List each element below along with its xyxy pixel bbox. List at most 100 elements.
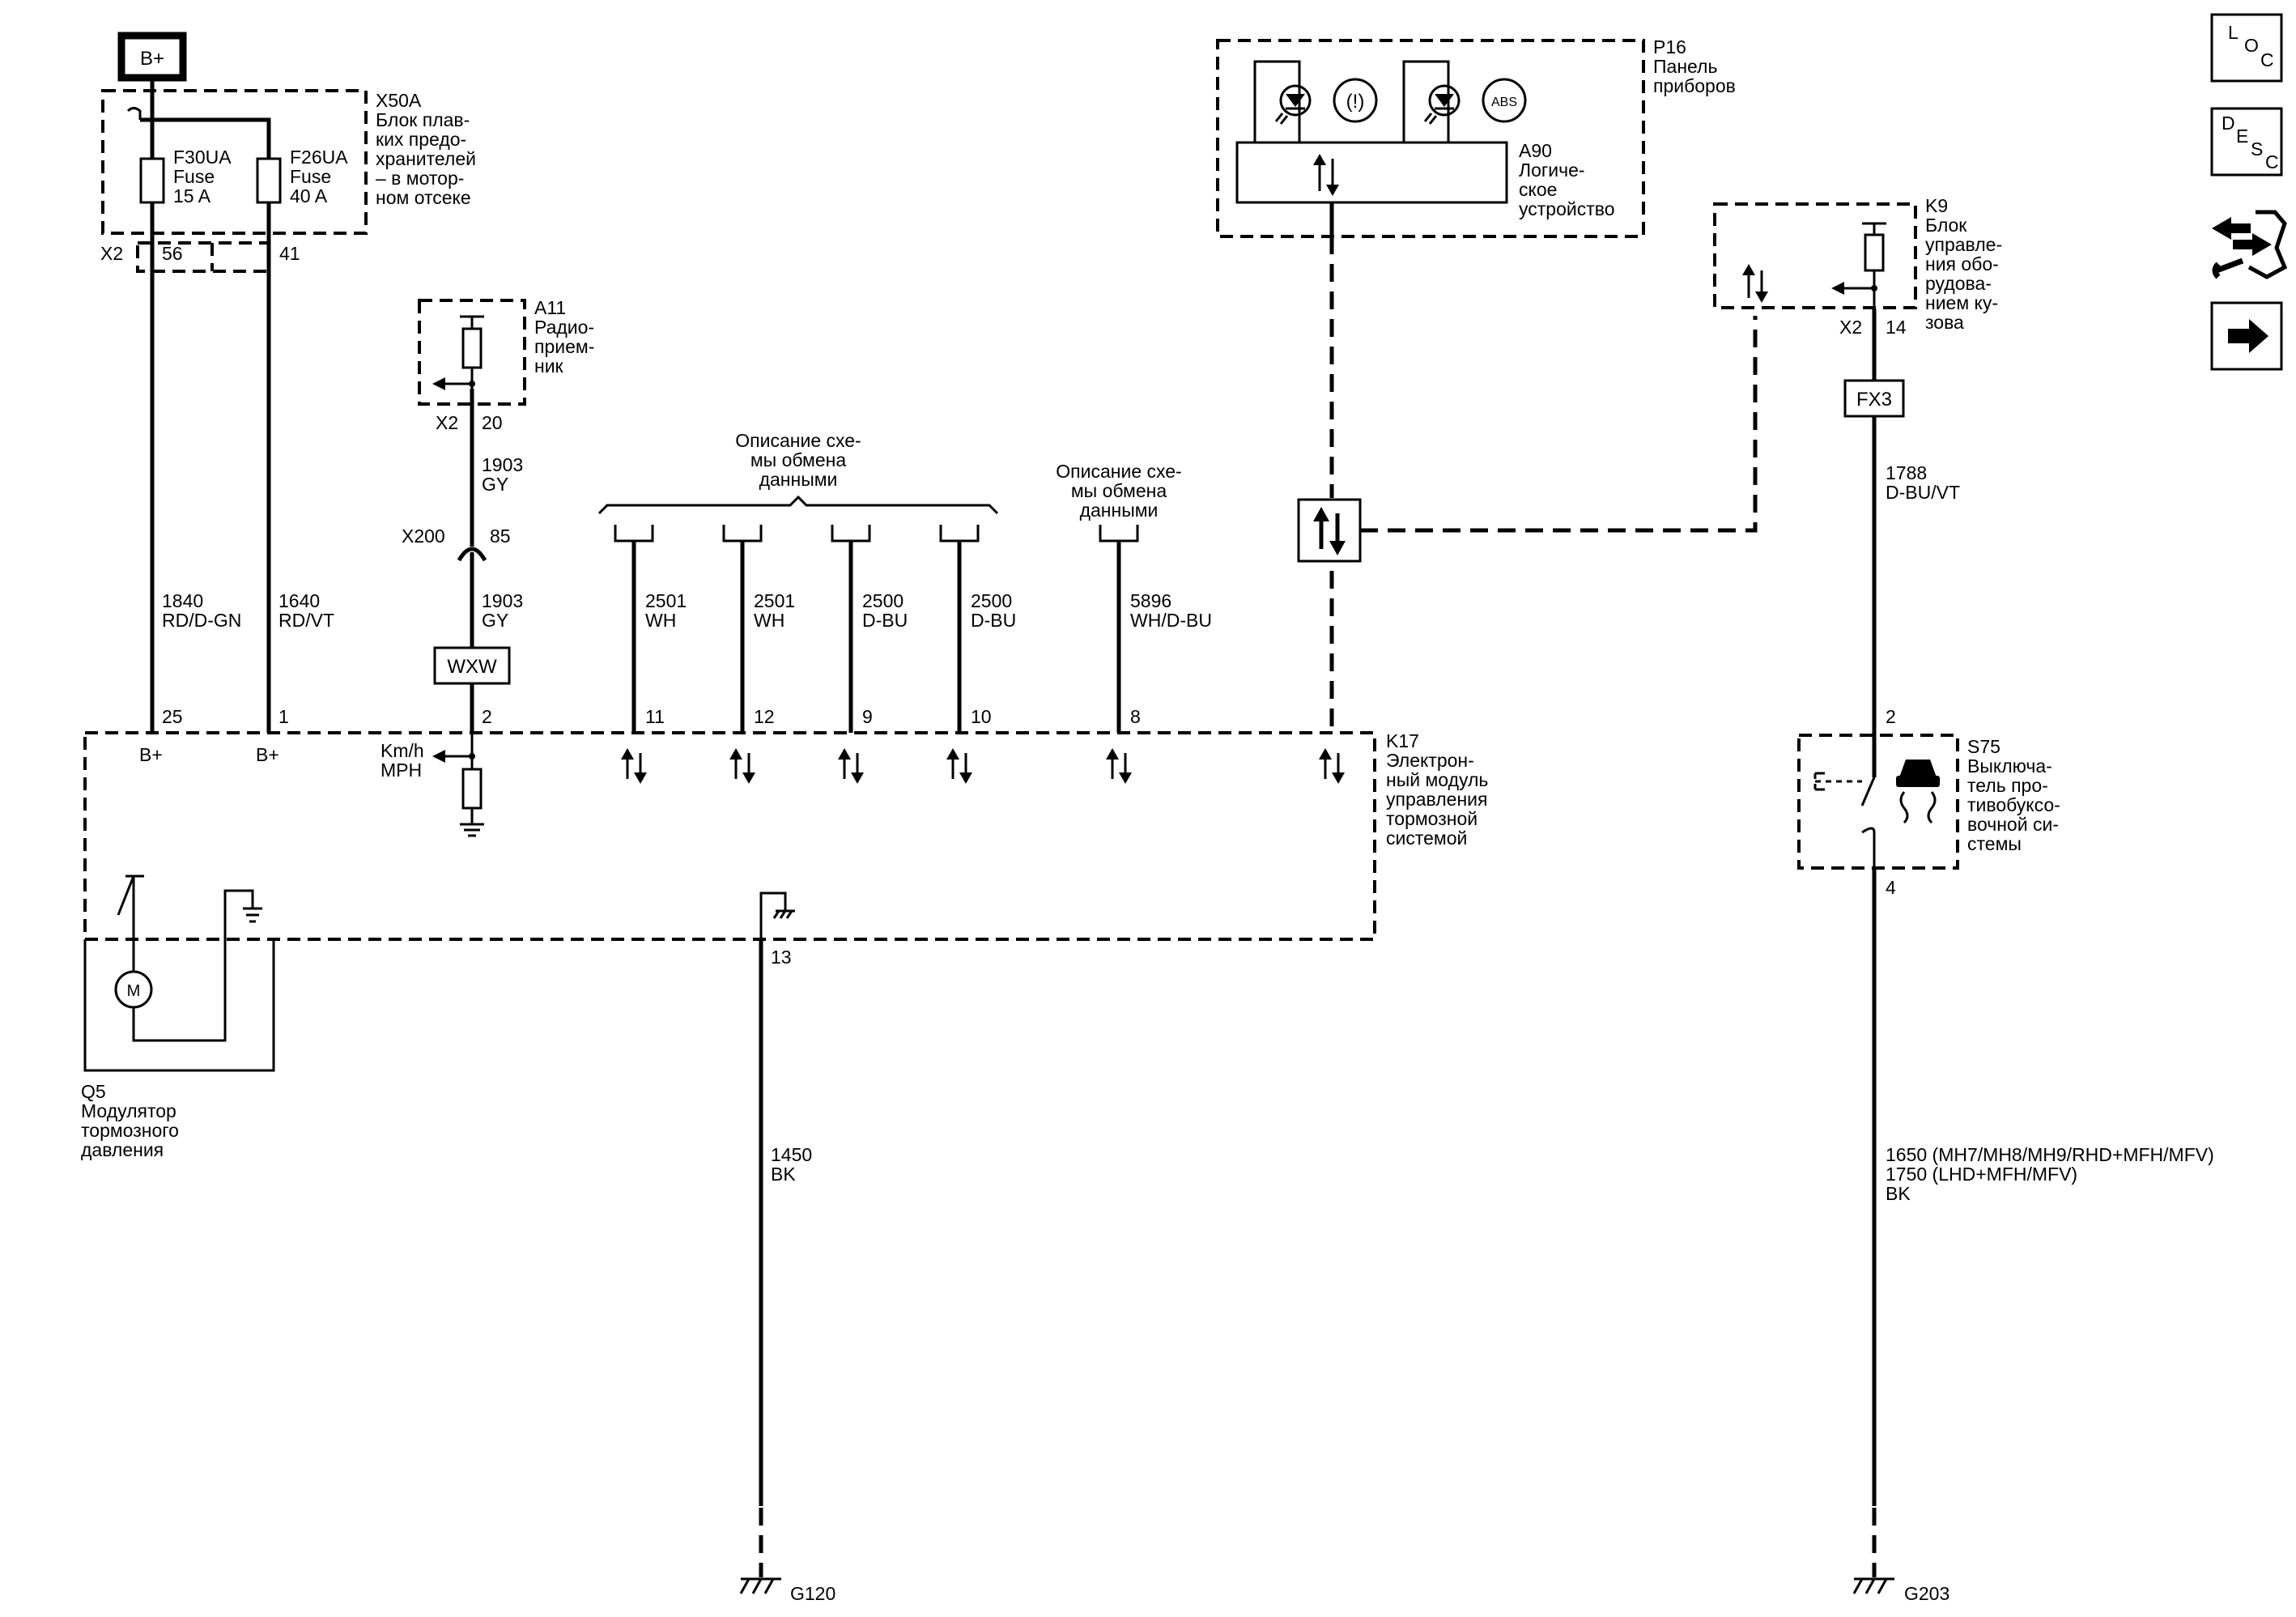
fuse-f26ua-name: F26UA (290, 147, 348, 168)
traction-control-icon (1896, 760, 1940, 824)
instrument-panel-p16: (!) ABS A90 Логиче- ское устройство P16 … (1216, 36, 1736, 238)
wire-5896-num: 5896 (1130, 590, 1171, 611)
description-button[interactable]: D E S C (2210, 107, 2283, 177)
k17-pin-25: 25 (162, 706, 183, 727)
data-arrows-icon (946, 748, 972, 784)
wire-2500-a-num: 2500 (862, 590, 904, 611)
data-arrows-icon (1742, 264, 1768, 303)
next-button[interactable] (2210, 301, 2283, 371)
wire-2500-b-num: 2500 (971, 590, 1012, 611)
fuse-block-x50a: F30UA Fuse 15 A F26UA Fuse 40 A X50A Бло… (100, 78, 476, 273)
wire-1640-num: 1640 (278, 590, 320, 611)
data-link-description-single: Описание схе- мы обмена данными (1056, 461, 1182, 543)
k9-desc-4: рудова- (1925, 273, 1992, 294)
brake-warning-lamp-icon: (!) (1274, 78, 1378, 125)
s75-desc-2: тель про- (1967, 775, 2048, 796)
wire-2501-a-color: WH (645, 610, 676, 631)
wire-1640-color: RD/VT (278, 610, 334, 631)
k17-pin-11: 11 (645, 706, 665, 727)
wire-1903-upper-color: GY (482, 474, 508, 495)
a90-desc-3: устройство (1519, 198, 1615, 219)
s75-pin-4: 4 (1886, 877, 1896, 898)
a90-desc-1: Логиче- (1519, 160, 1585, 181)
location-button[interactable]: L O C (2210, 13, 2283, 83)
data-desc-group-3: данными (759, 469, 838, 490)
abs-lamp-icon: ABS (1423, 78, 1527, 125)
k17-desc-1: Электрон- (1386, 750, 1474, 771)
k9-pin-14: 14 (1886, 317, 1907, 338)
fuse-f30ua-rating: 15 A (173, 185, 211, 206)
brake-control-module-k17: K17 Электрон- ный модуль управления торм… (83, 730, 1488, 941)
battery-supply: B+ (117, 32, 187, 82)
wire-1450-color: BK (771, 1164, 796, 1185)
k17-pin-1-label: B+ (256, 744, 279, 765)
traction-control-switch-s75: S75 Выключа- тель про- тивобуксо- вочной… (1797, 734, 2060, 870)
data-arrows-icon (729, 748, 755, 784)
data-desc-single-3: данными (1080, 500, 1159, 521)
desc-letter-4: C (2265, 151, 2279, 172)
s75-desc-5: стемы (1967, 833, 2022, 854)
k17-desc-2: ный модуль (1386, 769, 1488, 790)
a11-desc-1: Радио- (534, 317, 594, 338)
wire-1840-color: RD/D-GN (162, 610, 241, 631)
desc-letter-3: S (2251, 138, 2263, 160)
k9-desc-5: нием ку- (1925, 292, 1998, 313)
wire-2501-b-color: WH (754, 610, 784, 631)
k9-id: K9 (1925, 195, 1948, 216)
x50a-id: X50A (376, 90, 422, 111)
fuse-f26ua-type: Fuse (290, 166, 331, 187)
data-arrows-icon (1313, 507, 1346, 555)
data-arrows-icon (1319, 748, 1345, 784)
a90-desc-2: ское (1519, 179, 1557, 200)
wire-1650-line2: 1750 (LHD+MFH/MFV) (1886, 1164, 2077, 1185)
fuse-f26ua-rating: 40 A (290, 185, 328, 206)
s75-desc-3: тивобуксо- (1967, 794, 2060, 815)
a11-pin-20: 20 (482, 412, 503, 433)
k17-desc-4: тормозной (1386, 808, 1478, 829)
k17-pin-9: 9 (862, 706, 873, 727)
serial-data-junction (1297, 498, 1362, 563)
abs-symbol: ABS (1491, 96, 1517, 109)
wire-1788-num: 1788 (1886, 462, 1927, 483)
p16-desc-1: Панель (1653, 56, 1717, 77)
splice-fx3-label: FX3 (1856, 389, 1892, 411)
speed-label-2: MPH (381, 760, 422, 781)
data-link-description-group: Описание схе- мы обмена данными (597, 430, 999, 543)
k17-pin-10: 10 (971, 706, 992, 727)
k9-connector-id: X2 (1839, 317, 1862, 338)
splice-fx3 (1843, 379, 1905, 418)
fuse-f26ua-symbol (256, 157, 282, 204)
battery-supply-label: B+ (140, 48, 164, 70)
wire-1903-upper-num: 1903 (482, 454, 523, 475)
k17-pin-13: 13 (771, 947, 792, 968)
k17-pin-2: 2 (482, 706, 492, 727)
k17-id: K17 (1386, 730, 1419, 751)
speed-label-1: Km/h (381, 740, 424, 761)
fuse-f30ua-symbol (139, 157, 165, 204)
k9-desc-1: Блок (1925, 215, 1967, 236)
a90-id: A90 (1519, 140, 1552, 161)
x50a-desc-1: Блок плав- (376, 109, 470, 130)
data-desc-group-1: Описание схе- (735, 430, 861, 451)
data-arrows-icon (838, 748, 864, 784)
k9-desc-3: ния обо- (1925, 253, 1999, 274)
desc-letter-2: E (2236, 126, 2248, 147)
wire-1650-color: BK (1886, 1183, 1911, 1204)
wire-2501-b-num: 2501 (754, 590, 795, 611)
k17-pin-25-label: B+ (139, 744, 163, 765)
x50a-pin-41: 41 (279, 243, 300, 264)
x50a-desc-5: ном отсеке (376, 187, 471, 208)
k17-desc-5: системой (1386, 828, 1467, 849)
data-desc-single-2: мы обмена (1071, 480, 1167, 501)
x200-pin-85: 85 (490, 526, 511, 547)
x50a-desc-3: хранителей (376, 148, 476, 169)
a11-desc-3: ник (534, 355, 564, 377)
desc-letter-1: D (2222, 113, 2235, 134)
brake-warning-symbol: (!) (1346, 91, 1365, 113)
wire-1650-line1: 1650 (MH7/MH8/MH9/RHD+MFH/MFV) (1886, 1144, 2214, 1165)
loc-letter-3: C (2260, 49, 2274, 70)
ground-g120-label: G120 (790, 1583, 835, 1604)
ground-g203-label: G203 (1904, 1583, 1949, 1604)
pressure-modulator-q5: M Q5 Модулятор тормозного давления (81, 874, 275, 1160)
diagnostics-button[interactable] (2212, 210, 2288, 279)
